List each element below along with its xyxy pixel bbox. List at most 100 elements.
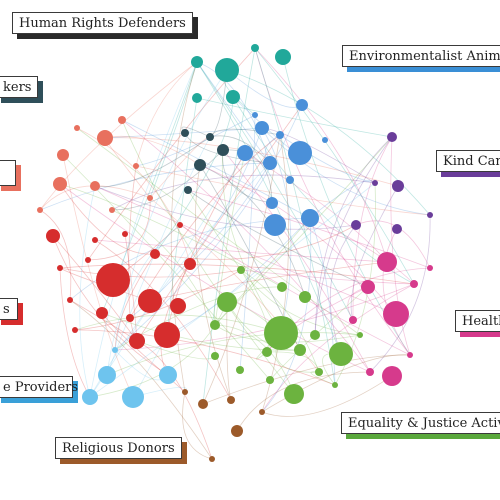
network-edge	[254, 47, 336, 386]
network-node	[37, 207, 43, 213]
network-edge	[199, 164, 306, 298]
network-edge	[182, 391, 213, 460]
network-edge	[89, 152, 246, 398]
network-node	[310, 330, 320, 340]
network-node	[383, 301, 409, 327]
network-node	[159, 366, 177, 384]
network-edge	[226, 69, 431, 216]
network-edge	[94, 136, 211, 188]
network-node	[286, 176, 294, 184]
network-node	[53, 177, 67, 191]
label-salmon-group	[0, 160, 16, 186]
network-edge	[261, 283, 415, 413]
network-edge	[111, 149, 224, 211]
network-edge	[194, 164, 232, 401]
network-edge	[352, 136, 393, 321]
network-node	[97, 130, 113, 146]
network-node	[236, 366, 244, 374]
network-node	[206, 133, 214, 141]
network-edge	[59, 267, 242, 278]
network-edge	[39, 162, 271, 211]
network-node	[266, 376, 274, 384]
label-human-rights: Human Rights Defenders	[12, 12, 193, 34]
network-node	[215, 58, 239, 82]
network-edge	[314, 136, 393, 336]
network-edge	[114, 104, 303, 351]
network-edge	[222, 149, 273, 204]
network-node	[407, 352, 413, 358]
network-node	[46, 229, 60, 243]
network-node	[191, 56, 203, 68]
network-node	[372, 180, 378, 186]
network-edge	[59, 267, 91, 398]
network-edge	[111, 174, 376, 211]
network-node	[351, 220, 361, 230]
network-edge	[221, 149, 282, 334]
network-node	[217, 144, 229, 156]
network-edge	[196, 97, 393, 138]
network-edge	[59, 183, 156, 255]
network-edge	[94, 185, 397, 315]
network-edge	[87, 197, 151, 261]
network-node	[262, 347, 272, 357]
network-edge	[149, 61, 198, 199]
network-node	[264, 214, 286, 236]
network-node	[392, 180, 404, 192]
network-edge	[39, 185, 151, 211]
network-edge	[226, 301, 232, 401]
network-edge	[39, 209, 72, 301]
network-edge	[254, 47, 415, 285]
label-workers: kers	[0, 76, 38, 98]
network-edge	[52, 235, 138, 342]
network-edge	[76, 127, 361, 336]
network-node	[301, 209, 319, 227]
network-node	[211, 352, 219, 360]
network-node	[275, 49, 291, 65]
label-health: Health	[455, 310, 500, 332]
network-node	[170, 298, 186, 314]
network-node	[147, 195, 153, 201]
network-node	[198, 399, 208, 409]
network-edge	[104, 137, 399, 187]
network-node	[182, 389, 188, 395]
label-equality: Equality & Justice Activis	[341, 412, 500, 434]
network-edge	[135, 165, 431, 216]
network-edge	[329, 224, 357, 355]
network-node	[67, 297, 73, 303]
network-node	[276, 131, 284, 139]
network-edge	[94, 239, 388, 263]
network-node	[57, 149, 69, 161]
network-edge	[202, 354, 411, 405]
network-edge	[154, 224, 357, 260]
network-node	[252, 112, 258, 118]
label-kind: Kind Can	[436, 150, 500, 172]
network-edge	[89, 61, 198, 398]
network-node	[361, 280, 375, 294]
network-edge	[314, 136, 393, 336]
network-node	[118, 116, 126, 124]
network-node	[264, 316, 298, 350]
network-edge	[189, 162, 271, 265]
network-node	[299, 291, 311, 303]
network-edge	[226, 301, 301, 351]
network-node	[90, 181, 100, 191]
network-node	[427, 212, 433, 218]
network-node	[96, 263, 130, 297]
network-edge	[121, 119, 371, 373]
network-edge	[106, 332, 361, 376]
network-edge	[124, 233, 138, 342]
label-religious: Religious Donors	[55, 437, 182, 459]
network-edge	[74, 329, 336, 386]
label-red-group: s	[0, 298, 18, 320]
network-node	[427, 265, 433, 271]
network-edge	[136, 340, 213, 460]
network-node	[192, 93, 202, 103]
network-edge	[114, 69, 228, 351]
network-edge	[240, 269, 361, 336]
label-environment: Environmentalist Animal	[342, 45, 500, 67]
network-edge	[184, 132, 271, 164]
network-edge	[187, 189, 369, 288]
network-node	[74, 125, 80, 131]
network-node	[122, 386, 144, 408]
network-node	[392, 224, 402, 234]
